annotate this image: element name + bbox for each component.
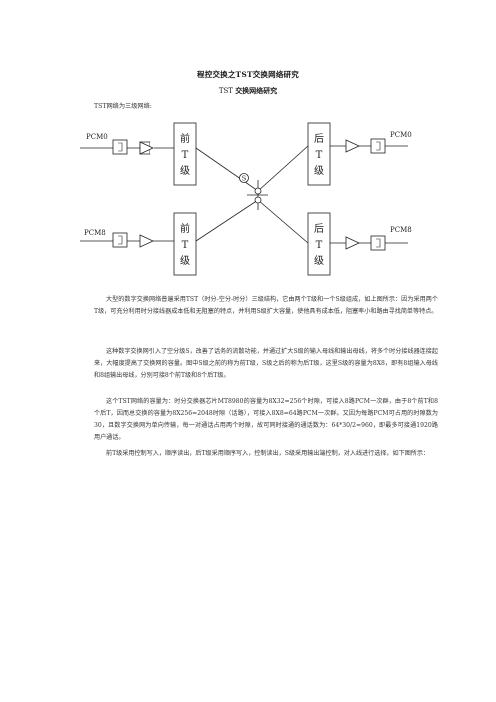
tst-network-diagram: PCM0 PCM8 PCM0 PCM8 前 T 级 前 T 级 后 T 级 后 … [80,122,412,276]
left-top-amplifier [139,141,154,155]
pcm8-right-label: PCM8 [390,226,412,234]
paragraph-2: 这种数字交换网引入了空分级S，改善了话务的流散功能，并通过扩大S级的输入母线和输… [94,348,438,380]
paragraph-3: 这个TST网络的容量为：时分交换器芯片MT8980的容量为8X32=256个时隙… [94,398,438,442]
back-top-char-1: 后 [314,133,324,145]
front-top-char-2: T [182,150,189,161]
left-top-converter-box [112,139,128,155]
front-top-char-3: 级 [180,165,190,177]
pcm0-right-label: PCM0 [390,131,412,139]
back-bottom-char-2: T [316,240,323,251]
back-t-stage-bottom [307,212,331,276]
subtitle-rest: 交换网络研究 [235,86,278,95]
intro-line: TST网络为三级网络: [94,103,152,110]
back-bottom-char-1: 后 [314,223,324,235]
right-bottom-amplifier [345,236,360,250]
s-label: S [242,175,246,183]
paragraph-1: 大型的数字交换网络普遍采用TST（时分-空分-时分）三级结构，它由两个T级和一个… [94,296,438,316]
s-switch-node-top [254,187,262,195]
document-subtitle: TST 交换网络研究 [0,86,496,96]
back-top-char-3: 级 [314,165,324,177]
back-bottom-char-3: 级 [314,255,324,267]
front-t-stage-bottom [173,212,197,276]
front-top-char-1: 前 [180,132,190,145]
back-t-stage-top [307,122,331,186]
pcm8-left-label: PCM8 [84,229,106,237]
subtitle-prefix: TST [218,87,233,95]
s-label-circle [239,173,249,183]
right-bottom-converter-box [370,235,386,251]
front-t-stage-top [173,122,197,186]
paragraph-4: 前T级采用控制写入，顺序读出，后T级采用顺序写入，控制读出，S级采用输出端控制，… [106,450,430,457]
right-top-converter-box [370,138,386,154]
front-bottom-char-2: T [182,240,189,251]
left-bottom-amplifier [139,234,154,248]
back-top-char-2: T [316,150,323,161]
document-title: 程控交换之TST交换网络研究 [197,70,299,79]
pcm0-left-label: PCM0 [86,133,108,141]
front-bottom-char-1: 前 [180,222,190,235]
s-switch-node-bottom [254,196,262,204]
front-bottom-char-3: 级 [180,255,190,267]
right-top-amplifier [345,139,360,153]
left-bottom-converter-box [112,232,128,248]
